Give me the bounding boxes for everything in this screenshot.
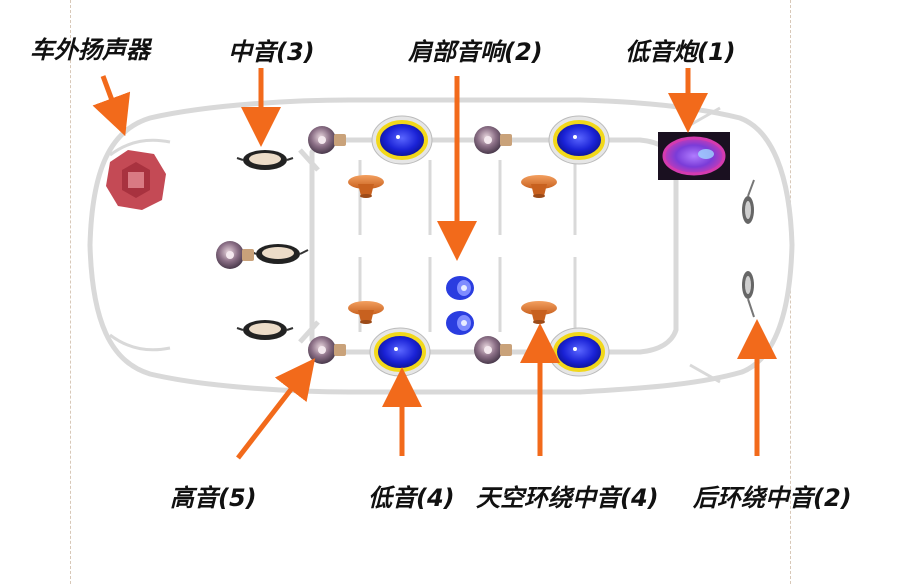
midrange-speaker-icon (236, 150, 309, 340)
subwoofer-icon (658, 132, 730, 180)
label-overhead-mid: 天空环绕中音(4) (476, 484, 659, 512)
label-exterior-speaker: 车外扬声器 (30, 36, 150, 64)
exterior-speaker-icon (106, 150, 166, 210)
tweeter-icon (216, 126, 512, 364)
rear-mid-speaker-icon (742, 179, 755, 318)
label-woofer: 低音(4) (368, 484, 455, 512)
label-tweeter: 高音(5) (170, 484, 257, 512)
label-shoulder-speaker: 肩部音响(2) (408, 38, 543, 66)
label-subwoofer: 低音炮(1) (625, 38, 736, 66)
pointer-arrows (92, 68, 777, 460)
arrow-tweeter (236, 358, 316, 460)
guide-line-left (70, 0, 71, 584)
arrow-exterior (92, 75, 131, 137)
label-midrange: 中音(3) (228, 38, 315, 66)
label-rear-surround-mid: 后环绕中音(2) (693, 484, 852, 512)
shoulder-speaker-icon (446, 276, 474, 335)
woofer-icon (369, 115, 610, 377)
horn-speaker-icon (348, 175, 557, 324)
